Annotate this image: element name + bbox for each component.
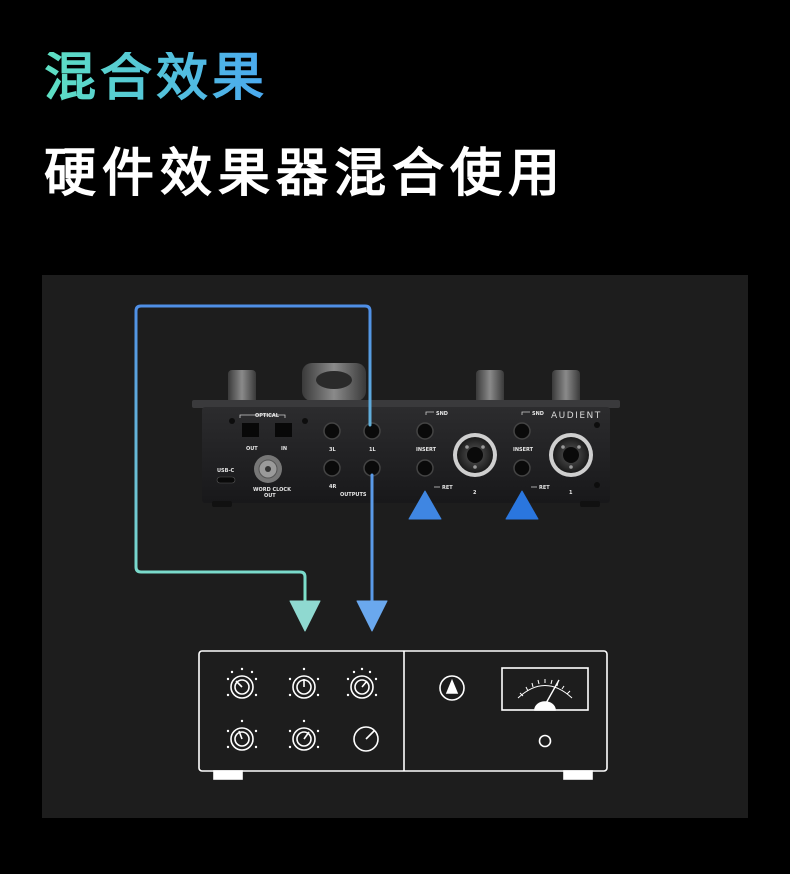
optical-bracket [239, 414, 286, 418]
output-3l-label: 3L [329, 447, 336, 453]
screw [302, 418, 308, 424]
optical-out-port [242, 423, 259, 437]
effects-foot-right [563, 770, 593, 780]
send-arrow-right-head [356, 600, 388, 632]
word-clock-label: WORD CLOCK [253, 487, 292, 493]
ret-right-label: RET [539, 485, 550, 491]
foot-right [580, 501, 600, 507]
output-1l-jack [363, 422, 381, 440]
knob-mid [476, 370, 504, 404]
effect-knob [350, 675, 374, 699]
optical-out-label: OUT [246, 446, 258, 452]
return-arrow-1-head [505, 490, 539, 520]
effect-knob [230, 727, 254, 751]
insert-send-1-jack [513, 422, 531, 440]
page-title: 混合效果 [44, 48, 269, 108]
vu-meter [501, 667, 589, 711]
effects-foot-left [213, 770, 243, 780]
page-subtitle: 硬件效果器混合使用 [44, 144, 567, 204]
word-clock-out-label: OUT [264, 493, 276, 499]
brand-label: AUDIENT [551, 411, 602, 421]
insert-left-label: INSERT [416, 447, 437, 453]
usbc-port [216, 476, 236, 484]
send-arrow-left-head [289, 600, 321, 632]
rear-panel [202, 407, 610, 503]
output-4r-label: 4R [329, 484, 336, 490]
screw [229, 418, 235, 424]
foot-left [212, 501, 232, 507]
optical-in-port [275, 423, 292, 437]
snd-right-label: SND [532, 411, 544, 417]
return-arrow-2-head [408, 490, 442, 520]
input-2-label: 2 [473, 490, 477, 496]
power-indicator [538, 734, 552, 748]
output-1l-label: 1L [369, 447, 376, 453]
effects-unit-outline [198, 650, 608, 772]
effect-knob [292, 675, 316, 699]
send-cable-left [134, 304, 372, 607]
volume-knob-cap [316, 371, 352, 389]
insert-return-1-jack [513, 459, 531, 477]
optical-in-label: IN [281, 446, 287, 452]
insert-return-2-jack [416, 459, 434, 477]
effect-knob [230, 675, 254, 699]
outputs-label: OUTPUTS [340, 492, 367, 498]
signal-arrows [134, 304, 539, 643]
insert-send-2-jack [416, 422, 434, 440]
hardware-effects-unit [198, 650, 608, 780]
knob-right [552, 370, 580, 404]
knob-left [228, 370, 256, 404]
effect-knob [353, 726, 379, 752]
output-knob [439, 675, 465, 701]
optical-label: OPTICAL [255, 413, 280, 419]
screw [594, 422, 600, 428]
input-1-label: 1 [569, 490, 573, 496]
insert-right-label: INSERT [513, 447, 534, 453]
audio-interface: OPTICAL OUT IN USB-C WORD CLOCK OUT 3L 1… [192, 363, 620, 507]
output-3l-jack [323, 422, 341, 440]
output-4r-jack [323, 459, 341, 477]
signal-flow-diagram: OPTICAL OUT IN USB-C WORD CLOCK OUT 3L 1… [134, 304, 620, 780]
screw [594, 482, 600, 488]
usbc-label: USB-C [217, 468, 235, 474]
effect-knob [292, 727, 316, 751]
top-plate [192, 400, 620, 408]
diagram-panel: OPTICAL OUT IN USB-C WORD CLOCK OUT 3L 1… [42, 275, 748, 818]
ret-left-label: RET [442, 485, 453, 491]
snd-left-label: SND [436, 411, 448, 417]
